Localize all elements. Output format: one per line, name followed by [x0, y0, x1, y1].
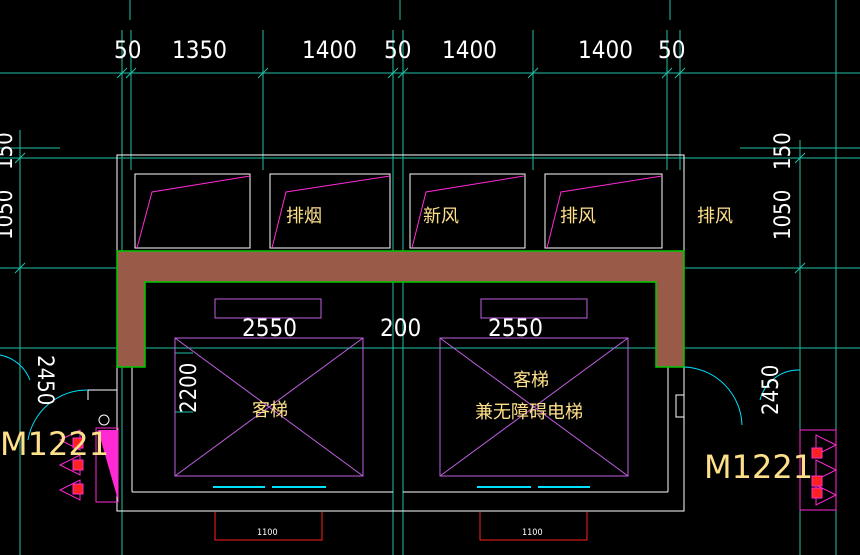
label-right-elevator-2: 兼无障碍电梯 [475, 402, 583, 423]
duct-diagonals [136, 175, 663, 249]
tick-marks [14, 67, 806, 274]
beam-band [116, 250, 685, 368]
dim-right-mid: 1050 [771, 190, 796, 240]
duct-diag-4 [546, 175, 663, 249]
door-dimensions [214, 512, 588, 541]
door-tag-left: M1221 [0, 425, 109, 463]
top-dimension-labels: 50 1350 1400 50 1400 1400 50 [114, 36, 685, 64]
label-left-elevator: 客梯 [252, 400, 288, 421]
left-column-mark [98, 414, 110, 426]
duct-diag-1 [136, 175, 251, 249]
label-fresh-air: 新风 [423, 206, 459, 227]
left-hydrant [98, 430, 118, 500]
dim-top-7: 50 [658, 36, 685, 64]
shaft-dimension-labels: 2550 200 2550 1100 1100 [242, 314, 543, 538]
dim-left-top: 150 [0, 132, 18, 170]
dim-left-door-width: 1100 [257, 528, 278, 538]
dim-left-mid: 1050 [0, 190, 18, 240]
elevator-labels: 客梯 客梯 兼无障碍电梯 [252, 370, 583, 423]
left-door-arc-2 [0, 354, 31, 381]
label-right-elevator-1: 客梯 [513, 370, 549, 391]
dim-right-top: 150 [771, 132, 796, 170]
right-door-arc-2 [759, 369, 801, 401]
right-shaft-top-box [480, 298, 588, 319]
duct-box-4 [544, 173, 663, 249]
duct-labels: 排烟 新风 排风 排风 [286, 206, 733, 227]
left-equipment [58, 414, 119, 503]
duct-box-2 [269, 173, 391, 249]
duct-diag-3 [411, 175, 525, 249]
right-car-x2 [439, 337, 629, 477]
left-hydrant-box [95, 427, 119, 503]
right-door-jamb [675, 394, 685, 418]
dim-top-6: 1400 [578, 36, 633, 64]
dim-gap: 200 [380, 314, 421, 342]
side-dimension-labels: 150 1050 150 1050 2450 2450 2200 [0, 132, 796, 415]
dim-right-door: 2450 [759, 365, 784, 415]
right-car [439, 337, 629, 477]
elevator-shafts [174, 298, 629, 477]
dim-right-shaft: 2550 [488, 314, 543, 342]
dim-left-door: 2450 [32, 355, 57, 405]
left-shaft-top-box [214, 298, 322, 319]
dim-top-4: 50 [384, 36, 411, 64]
left-car-x2 [174, 337, 364, 477]
dim-right-door-width: 1100 [522, 528, 543, 538]
label-smoke: 排烟 [286, 206, 322, 227]
label-exhaust-inner: 排风 [560, 206, 596, 227]
duct-box-3 [409, 173, 526, 249]
right-door-arc [683, 366, 743, 426]
dim-top-5: 1400 [442, 36, 497, 64]
right-equipment [799, 429, 838, 511]
left-door-bracket [214, 512, 323, 541]
right-door-bracket [479, 512, 588, 541]
dim-top-2: 1350 [172, 36, 227, 64]
dim-top-3: 1400 [302, 36, 357, 64]
dim-top-1: 50 [114, 36, 141, 64]
door-tags: M1221 M1221 [0, 425, 813, 486]
left-car [174, 337, 364, 477]
duct-diag-2 [271, 175, 391, 249]
label-exhaust-outer: 排风 [697, 206, 733, 227]
dim-shaft-depth: 2200 [177, 363, 202, 413]
duct-box-1 [134, 173, 251, 249]
dim-left-shaft: 2550 [242, 314, 297, 342]
swing-doors [0, 354, 801, 441]
left-door-arc [27, 389, 89, 441]
door-tag-right: M1221 [704, 448, 813, 486]
